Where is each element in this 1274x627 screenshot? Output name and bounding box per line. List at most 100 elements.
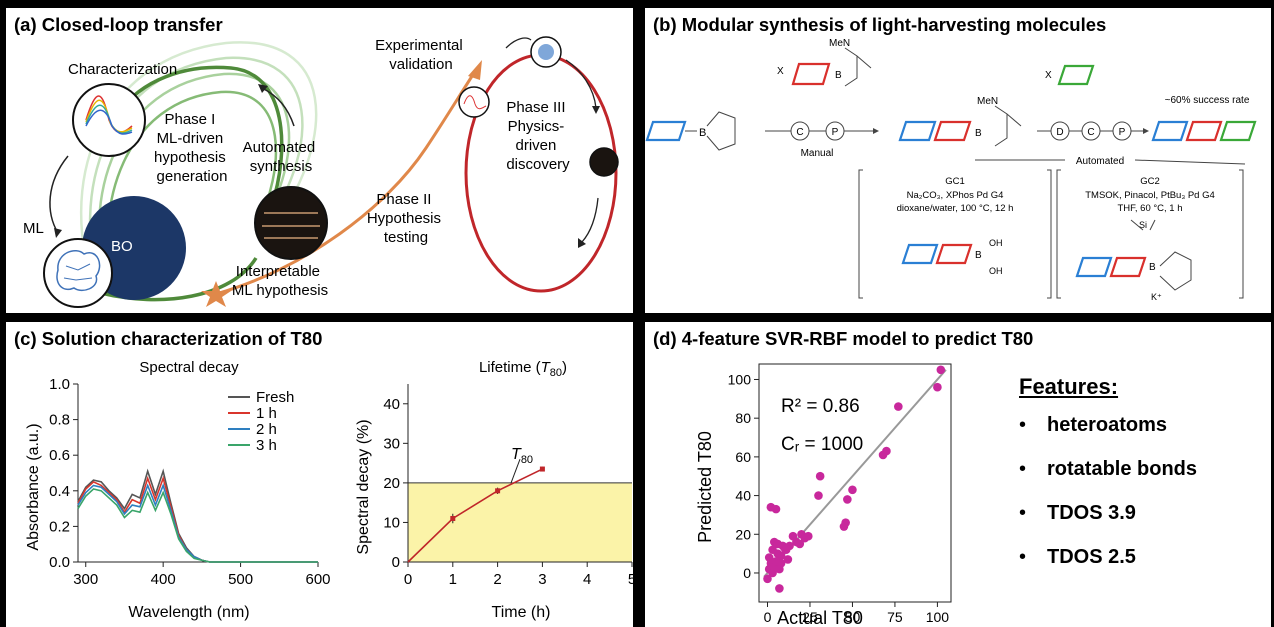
blue-block-icon [645,120,687,142]
scatter-point [894,402,903,411]
label-phase3: Phase III Physics- driven discovery [506,99,570,173]
arrow-manual-head [873,128,879,134]
final-green-block [1219,120,1257,142]
label-automated-synthesis: Automated synthesis [243,139,320,175]
molecule-icon [538,44,554,60]
gc1-oh-bottom: OH [989,266,1003,276]
orange-trajectory [215,69,478,296]
scatter-point [815,471,825,481]
phase3-right-circle [589,147,619,177]
arrow-automated [261,87,295,127]
scatter-point [775,584,784,593]
arrow-automated-head [258,84,268,93]
panel-c-charts: Spectral decay Wavelength (nm) Absorbanc… [25,359,633,621]
orange-arrowhead [468,60,482,80]
x-tick-label: 100 [926,609,950,625]
panel-c: (c) Solution characterization of T80 Spe… [6,322,633,627]
feature-item: •rotatable bonds [1019,458,1198,480]
cr-annotation: Cᵣ = 1000 [781,434,863,455]
chart1-title: Spectral decay [139,359,239,376]
gc2-title: GC2 [1140,176,1160,187]
gc2-pinacolate-icon [1130,219,1192,291]
pinacol-icon [706,111,736,151]
features-heading: Features: [1019,374,1119,399]
y-tick-label: 100 [728,371,752,387]
step-d-label: D [1056,127,1063,138]
x-tick-label: 3 [538,571,546,588]
scatter-point [848,485,857,495]
step-c-circle [790,121,810,141]
feature-item: •TDOS 2.5 [1019,546,1136,568]
y-tick-label: 60 [735,449,751,465]
x-tick-label: 300 [73,571,98,588]
panel-c-title: (c) Solution characterization of T80 [14,328,323,349]
gc2-bracket-right [1239,169,1244,299]
step-p-circle [825,121,845,141]
chart1-ylabel: Absorbance (a.u.) [25,423,42,550]
gc1-line1: Na₂CO₃, XPhos Pd G4 [907,190,1004,201]
automated-label: Automated [1076,156,1124,167]
label-phase2: Phase II Hypothesis testing [367,191,445,246]
scatter-point [776,559,786,568]
gc1-bracket-right [1047,169,1052,299]
y-tick-label: 0.8 [49,412,70,429]
step-p2-label: P [1119,127,1126,138]
arrow-p3-right-head [592,106,600,114]
label-interpretable: Interpretable ML hypothesis [232,263,328,299]
scatter-point [814,491,823,500]
y-tick-label: 20 [735,526,751,542]
scatter-point [771,504,781,514]
feature-label: rotatable bonds [1047,458,1198,480]
chart2-title: Lifetime (T80) [479,359,567,379]
green-block-icon [1057,64,1095,86]
scatter-point [882,446,891,456]
loop-faint-1 [79,41,318,294]
scatter-point [785,541,794,551]
product1-blue-block [898,120,937,142]
synthesis-circle [254,186,328,260]
x-tick-label: 75 [887,609,903,625]
gc1-line2: dioxane/water, 100 °C, 12 h [897,203,1014,214]
red-block-icon [791,62,831,86]
step-p2-circle [1112,121,1132,141]
lifetime-line [407,468,543,563]
loop-faint-2 [88,56,304,295]
legend-label: 2 h [256,421,277,438]
closed-loop-diagram: Characterization Phase I ML-driven hypot… [23,36,619,308]
gc1-bracket-left [858,169,863,299]
series-line-1-h [77,475,318,563]
gc1-title: GC1 [945,176,965,187]
scatter-point [841,518,850,527]
manual-label: Manual [801,148,834,159]
arrow-p3-bottom-head [578,238,586,248]
label-bo: BO [111,238,133,255]
y-tick-label: 1.0 [49,376,70,393]
feature-label: heteroatoms [1047,414,1168,436]
x-tick-label: 5 [628,571,633,588]
feature-item: •heteroatoms [1019,414,1168,436]
gc1-blue-block [901,243,939,265]
gc2-boron-atom: B [1149,262,1156,273]
arrow-p3-right [565,59,597,109]
gc1-red-block [935,243,973,265]
automated-bracket-right [1134,159,1246,165]
final-blue-block [1151,120,1189,142]
gc2-line1: TMSOK, Pinacol, PtBu₃ Pd G4 [1085,190,1215,201]
label-phase1: Phase I ML-driven hypothesis generation [154,111,230,185]
robot-lab-icon [262,212,320,239]
scatter-point [843,495,852,504]
final-red-block [1185,120,1223,142]
step-d-circle [1050,121,1070,141]
scatter-point [795,539,805,549]
gc2-potassium-label: K⁺ [1151,292,1162,302]
mida-label-2: MeN [977,96,998,107]
mida-icon-2 [994,105,1022,147]
gc1-oh-top: OH [989,238,1003,248]
y-tick-label: 0.2 [49,518,70,535]
legend-label: Fresh [256,389,294,406]
feature-label: TDOS 3.9 [1047,502,1136,524]
product1-red-block [933,120,972,142]
chart-d-xlabel: Actual T80 [777,608,863,627]
